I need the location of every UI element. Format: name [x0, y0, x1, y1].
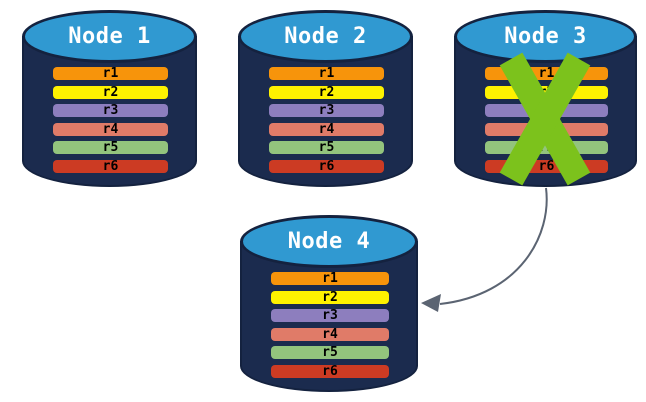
node-2-row-r3: r3 [269, 104, 384, 117]
node-3: Node 3 r1 r2 r3 r4 r5 r6 [454, 10, 637, 187]
row-label: r4 [318, 121, 335, 137]
row-label: r3 [318, 103, 335, 118]
row-label: r4 [102, 121, 119, 137]
row-label: r6 [538, 158, 555, 174]
node-2-cylinder-top: Node 2 [238, 10, 413, 63]
node-1-row-r2: r2 [53, 84, 168, 100]
node-1-row-r3: r3 [53, 104, 168, 117]
row-label: r5 [318, 140, 335, 155]
row-label: r1 [538, 66, 555, 81]
node-2-row-r6: r6 [269, 158, 384, 174]
node-2-row-r2: r2 [269, 84, 384, 100]
node-1-rows: r1 r2 r3 r4 r5 r6 [53, 67, 168, 173]
failure-x-icon [499, 52, 591, 186]
node-4-row-r2: r2 [271, 289, 389, 305]
row-label: r5 [102, 140, 119, 155]
node-4-row-r1: r1 [271, 272, 389, 285]
node-4-row-r4: r4 [271, 326, 389, 342]
node-4: Node 4 r1 r2 r3 r4 r5 r6 [240, 215, 418, 392]
row-label: r6 [102, 158, 119, 174]
node-1-row-r5: r5 [53, 141, 168, 154]
node-4-title: Node 4 [287, 228, 371, 254]
node-1: Node 1 r1 r2 r3 r4 r5 r6 [22, 10, 197, 187]
row-label: r1 [322, 271, 338, 286]
node-4-rows: r1 r2 r3 r4 r5 r6 [271, 272, 389, 378]
row-label: r2 [322, 289, 338, 305]
row-label: r5 [322, 345, 338, 360]
node-2-row-r5: r5 [269, 141, 384, 154]
node-1-row-r1: r1 [53, 67, 168, 80]
row-label: r4 [322, 326, 338, 342]
node-4-row-r5: r5 [271, 346, 389, 359]
node-3-cylinder-top: Node 3 [454, 10, 637, 63]
row-label: r1 [318, 66, 335, 81]
node-2-rows: r1 r2 r3 r4 r5 r6 [269, 67, 384, 173]
node-2-row-r4: r4 [269, 121, 384, 137]
row-label: r2 [318, 84, 335, 100]
node-4-row-r3: r3 [271, 309, 389, 322]
node-2: Node 2 r1 r2 r3 r4 r5 r6 [238, 10, 413, 187]
row-label: r3 [102, 103, 119, 118]
row-label: r6 [322, 363, 338, 379]
failover-arrowhead-icon [421, 294, 441, 312]
failover-arrow-line [439, 187, 548, 305]
node-1-row-r6: r6 [53, 158, 168, 174]
node-1-cylinder-top: Node 1 [22, 10, 197, 63]
node-2-row-r1: r1 [269, 67, 384, 80]
node-1-row-r4: r4 [53, 121, 168, 137]
row-label: r1 [102, 66, 119, 81]
row-label: r2 [102, 84, 119, 100]
node-4-cylinder-top: Node 4 [240, 215, 418, 268]
row-label: r6 [318, 158, 335, 174]
node-2-title: Node 2 [284, 23, 367, 49]
x-stroke [499, 52, 591, 186]
row-label: r3 [322, 308, 338, 323]
node-1-title: Node 1 [68, 23, 151, 49]
node-4-row-r6: r6 [271, 363, 389, 379]
node-3-title: Node 3 [504, 23, 587, 49]
